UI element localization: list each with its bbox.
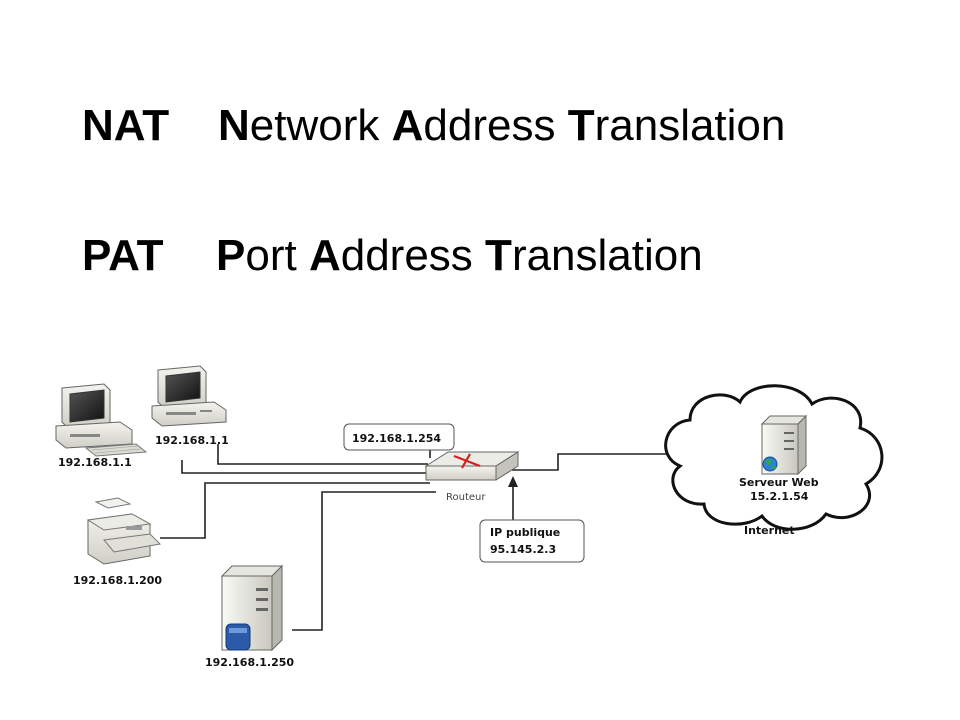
server-label: 192.168.1.250 <box>205 656 294 669</box>
pc-left-label: 192.168.1.1 <box>58 456 132 469</box>
pat-word3-rest: ranslation <box>511 231 703 280</box>
nat-word3-rest: ranslation <box>594 101 786 150</box>
pat-acronym: PAT <box>82 231 164 280</box>
mailbox-icon <box>225 623 251 651</box>
pat-word1-rest: ort <box>245 231 297 280</box>
nat-word3-initial: T <box>567 101 595 150</box>
printer-icon <box>86 497 162 565</box>
server-icon <box>220 564 284 652</box>
pat-word3-initial: T <box>485 231 512 280</box>
arrow-head-icon <box>508 476 518 487</box>
link-router-internet <box>512 453 668 471</box>
web-server-icon <box>760 414 808 476</box>
public-ip-callout <box>479 519 585 563</box>
nat-word2-rest: ddress <box>423 101 556 150</box>
link-pc-left <box>181 460 432 474</box>
web-server-title: Serveur Web <box>739 476 819 489</box>
pc-left-icon <box>55 383 148 457</box>
pat-word1-initial: P <box>216 231 246 280</box>
public-ip-value: 95.145.2.3 <box>490 543 556 556</box>
internet-label: Internet <box>744 524 795 537</box>
nat-acronym: NAT <box>82 101 170 150</box>
pc-top-icon <box>151 365 227 427</box>
printer-label: 192.168.1.200 <box>73 574 162 587</box>
pat-word2-rest: ddress <box>340 231 473 280</box>
nat-word1-initial: N <box>218 101 250 150</box>
title-nat: NAT Network Address Translation <box>82 104 785 148</box>
web-server-ip: 15.2.1.54 <box>750 490 809 503</box>
nat-word2-initial: A <box>391 101 424 150</box>
network-links <box>160 444 668 631</box>
link-pc-top <box>217 444 428 465</box>
router-label: Routeur <box>446 492 486 503</box>
router-icon <box>424 451 520 481</box>
nat-word1-rest: etwork <box>249 101 380 150</box>
link-server <box>292 491 436 631</box>
pc-top-label: 192.168.1.1 <box>155 434 229 447</box>
router-ip-label: 192.168.1.254 <box>352 432 441 445</box>
public-ip-title: IP publique <box>490 526 560 539</box>
globe-icon <box>762 456 778 472</box>
router-ip-callout <box>343 423 455 451</box>
pat-word2-initial: A <box>308 231 341 280</box>
link-printer <box>160 482 430 539</box>
title-pat: PAT Port Address Translation <box>82 234 703 278</box>
